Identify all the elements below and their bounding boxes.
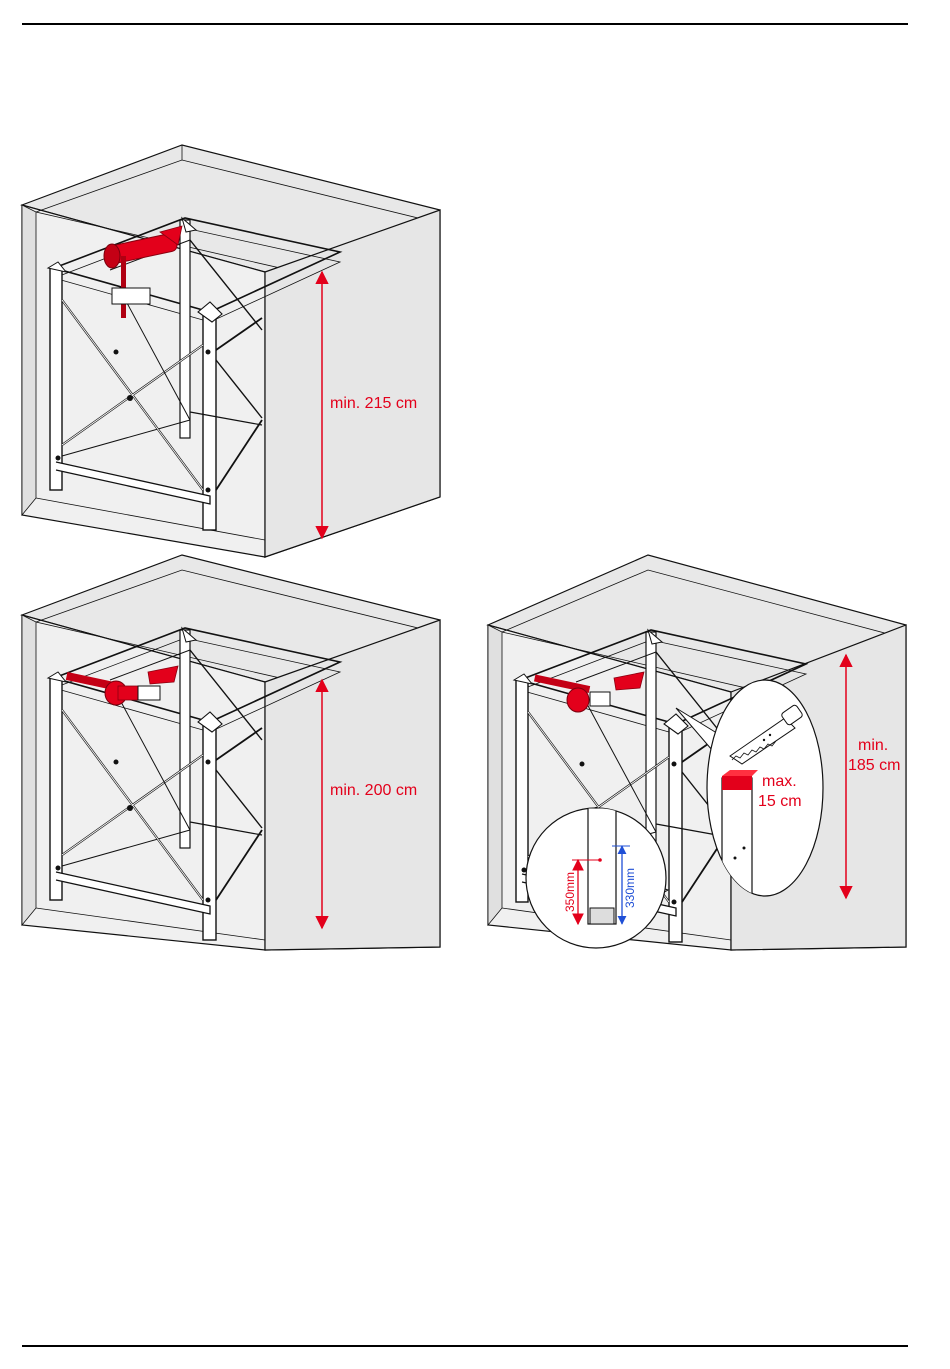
detail-dim-red: 350mm (563, 872, 577, 912)
cut-leg-detail: max. 15 cm (707, 680, 823, 898)
cut-label-line2: 15 cm (758, 793, 802, 810)
detail-dim-blue: 330mm (623, 868, 637, 908)
figure-side-hoist: min. 200 cm (22, 555, 440, 950)
leg-measure-detail: 350mm 330mm (526, 808, 666, 948)
figure-shortened-legs: max. 15 cm 350mm 330mm min. 185 cm (488, 555, 906, 950)
height-label: min. 200 cm (330, 782, 417, 799)
figure-top-hoist: min. 215 cm (22, 145, 440, 557)
height-label: min. 215 cm (330, 395, 417, 412)
height-label-line1: min. (858, 737, 888, 754)
cut-label-line1: max. (762, 773, 797, 790)
height-label-line2: 185 cm (848, 757, 900, 774)
